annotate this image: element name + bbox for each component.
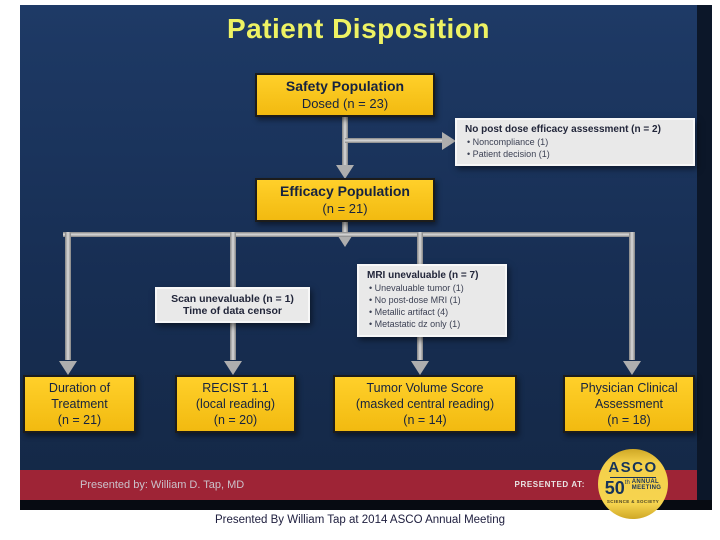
mri-unevaluable-heading: MRI unevaluable (n = 7) xyxy=(367,270,479,281)
arrow-down-icon xyxy=(411,361,429,375)
asco-annual-meeting-logo: ASCO 50 th ANNUAL MEETING SCIENCE & SOCI… xyxy=(598,449,668,519)
no-post-dose-panel: No post dose efficacy assessment (n = 2)… xyxy=(455,118,695,167)
endpoint-line: Assessment xyxy=(594,396,664,411)
bullet-item: Metallic artifact (4) xyxy=(369,306,497,318)
endpoint-line: RECIST 1.1 xyxy=(202,380,269,395)
arrow-down-icon xyxy=(336,165,354,179)
scan-unevaluable-heading: Scan unevaluable (n = 1) xyxy=(171,293,294,305)
endpoint-physician-box: Physician Clinical Assessment (n = 18) xyxy=(563,375,695,433)
safety-population-heading: Safety Population xyxy=(285,78,405,95)
arrow-down-icon xyxy=(59,361,77,375)
mri-unevaluable-panel: MRI unevaluable (n = 7) Unevaluable tumo… xyxy=(357,264,507,337)
branch-physician xyxy=(629,232,635,360)
endpoint-line: (local reading) xyxy=(195,396,276,411)
bullet-item: No post-dose MRI (1) xyxy=(369,294,497,306)
asco-logo-tagline: SCIENCE & SOCIETY xyxy=(606,499,660,504)
asco-logo-divider xyxy=(610,477,656,478)
endpoint-line: Treatment xyxy=(51,396,108,411)
mri-unevaluable-bullet-list: Unevaluable tumor (1) No post-dose MRI (… xyxy=(369,282,497,331)
bullet-item: Patient decision (1) xyxy=(467,148,685,160)
endpoint-line: Tumor Volume Score xyxy=(366,380,484,395)
presentation-slide: Patient Disposition Safety Population Do… xyxy=(20,5,697,500)
footer-bar: Presented by: William D. Tap, MD PRESENT… xyxy=(20,470,697,500)
bullet-item: Noncompliance (1) xyxy=(467,136,685,148)
arrow-right-icon xyxy=(442,132,456,150)
asco-logo-meeting: MEETING xyxy=(631,485,662,491)
arrow-down-icon xyxy=(224,361,242,375)
asco-logo-annual: ANNUAL xyxy=(631,479,659,485)
endpoint-line: (n = 14) xyxy=(403,413,447,428)
branch-duration xyxy=(65,232,71,360)
asco-logo-meeting-row: 50 th ANNUAL MEETING xyxy=(598,479,668,497)
slide-caption: Presented By William Tap at 2014 ASCO An… xyxy=(214,514,505,526)
endpoint-line: (n = 20) xyxy=(213,413,258,428)
bullet-item: Unevaluable tumor (1) xyxy=(369,282,497,294)
connector-efficacy-to-branchline xyxy=(342,222,348,236)
safety-population-subtext: Dosed (n = 23) xyxy=(301,95,389,111)
efficacy-population-subtext: (n = 21) xyxy=(322,200,368,216)
no-post-dose-heading: No post dose efficacy assessment (n = 2) xyxy=(465,124,661,135)
endpoint-line: Physician Clinical xyxy=(580,380,678,395)
arrow-down-icon xyxy=(623,361,641,375)
efficacy-population-box: Efficacy Population (n = 21) xyxy=(255,178,435,222)
endpoint-tumor-volume-box: Tumor Volume Score (masked central readi… xyxy=(333,375,517,433)
scan-unevaluable-panel: Scan unevaluable (n = 1) Time of data ce… xyxy=(155,287,310,323)
safety-population-box: Safety Population Dosed (n = 23) xyxy=(255,73,435,117)
slide-right-edge xyxy=(697,5,712,510)
efficacy-population-heading: Efficacy Population xyxy=(280,183,410,200)
asco-logo-ordinal: th xyxy=(624,480,630,486)
bullet-item: Metastatic dz only (1) xyxy=(369,318,497,330)
scan-unevaluable-subtext: Time of data censor xyxy=(182,305,282,317)
endpoint-line: (masked central reading) xyxy=(355,396,495,411)
endpoint-line: (n = 21) xyxy=(57,413,102,428)
endpoint-line: (n = 18) xyxy=(607,413,651,428)
no-post-dose-bullet-list: Noncompliance (1) Patient decision (1) xyxy=(467,136,685,160)
presented-at-label: PRESENTED AT: xyxy=(514,480,585,489)
asco-logo-number: 50 xyxy=(604,478,625,498)
endpoint-line: Duration of xyxy=(48,380,111,395)
branch-line xyxy=(63,232,634,237)
endpoint-duration-box: Duration of Treatment (n = 21) xyxy=(23,375,136,433)
slide-bottom-edge xyxy=(20,500,712,510)
asco-logo-wordmark: ASCO xyxy=(608,459,658,476)
asco-logo-meeting-label: ANNUAL MEETING xyxy=(632,479,661,491)
endpoint-recist-box: RECIST 1.1 (local reading) (n = 20) xyxy=(175,375,296,433)
slide-title: Patient Disposition xyxy=(226,13,491,44)
presented-by-credit: Presented by: William D. Tap, MD xyxy=(80,479,245,491)
connector-to-no-post-dose xyxy=(345,138,442,143)
